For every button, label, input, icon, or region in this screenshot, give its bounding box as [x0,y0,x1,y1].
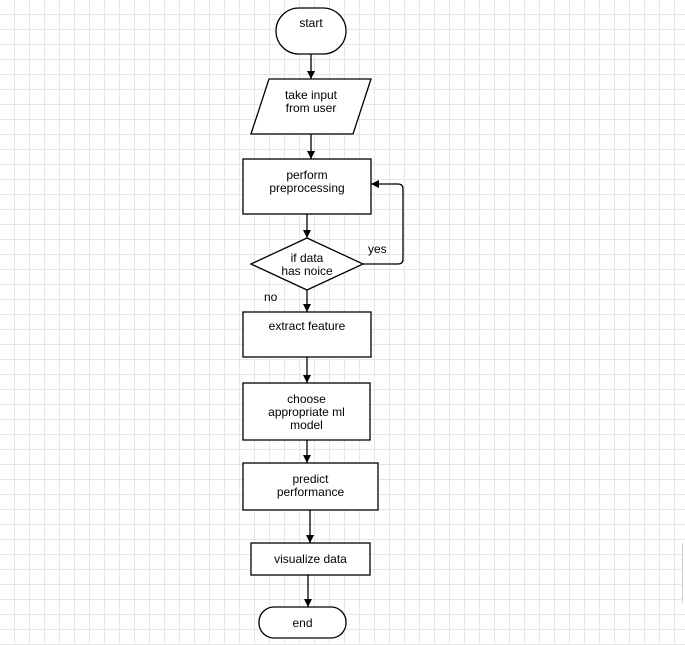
decision-label: if data has noice [281,250,333,278]
edge-decision-yes-loop [363,180,404,265]
visualize-label: visualize data [274,551,347,566]
end-terminal[interactable] [258,606,347,639]
predict-box[interactable] [242,462,379,511]
end-label: end [292,615,313,630]
choose-model-box[interactable] [242,382,371,441]
canvas-edge-handle[interactable] [682,543,685,603]
predict-label: predict performance [276,471,345,499]
input-label: take input from user [284,87,338,115]
no-edge-label: no [264,290,278,304]
preprocess-label: perform preprocessing [269,167,345,195]
choose-model-label: choose appropriate ml model [268,391,345,432]
visualize-box[interactable] [250,542,371,576]
input-parallelogram[interactable] [250,78,372,135]
extract-feature-label: extract feature [268,318,346,333]
yes-edge-label: yes [368,242,387,256]
preprocess-box[interactable] [242,158,372,215]
start-label: start [299,15,323,30]
